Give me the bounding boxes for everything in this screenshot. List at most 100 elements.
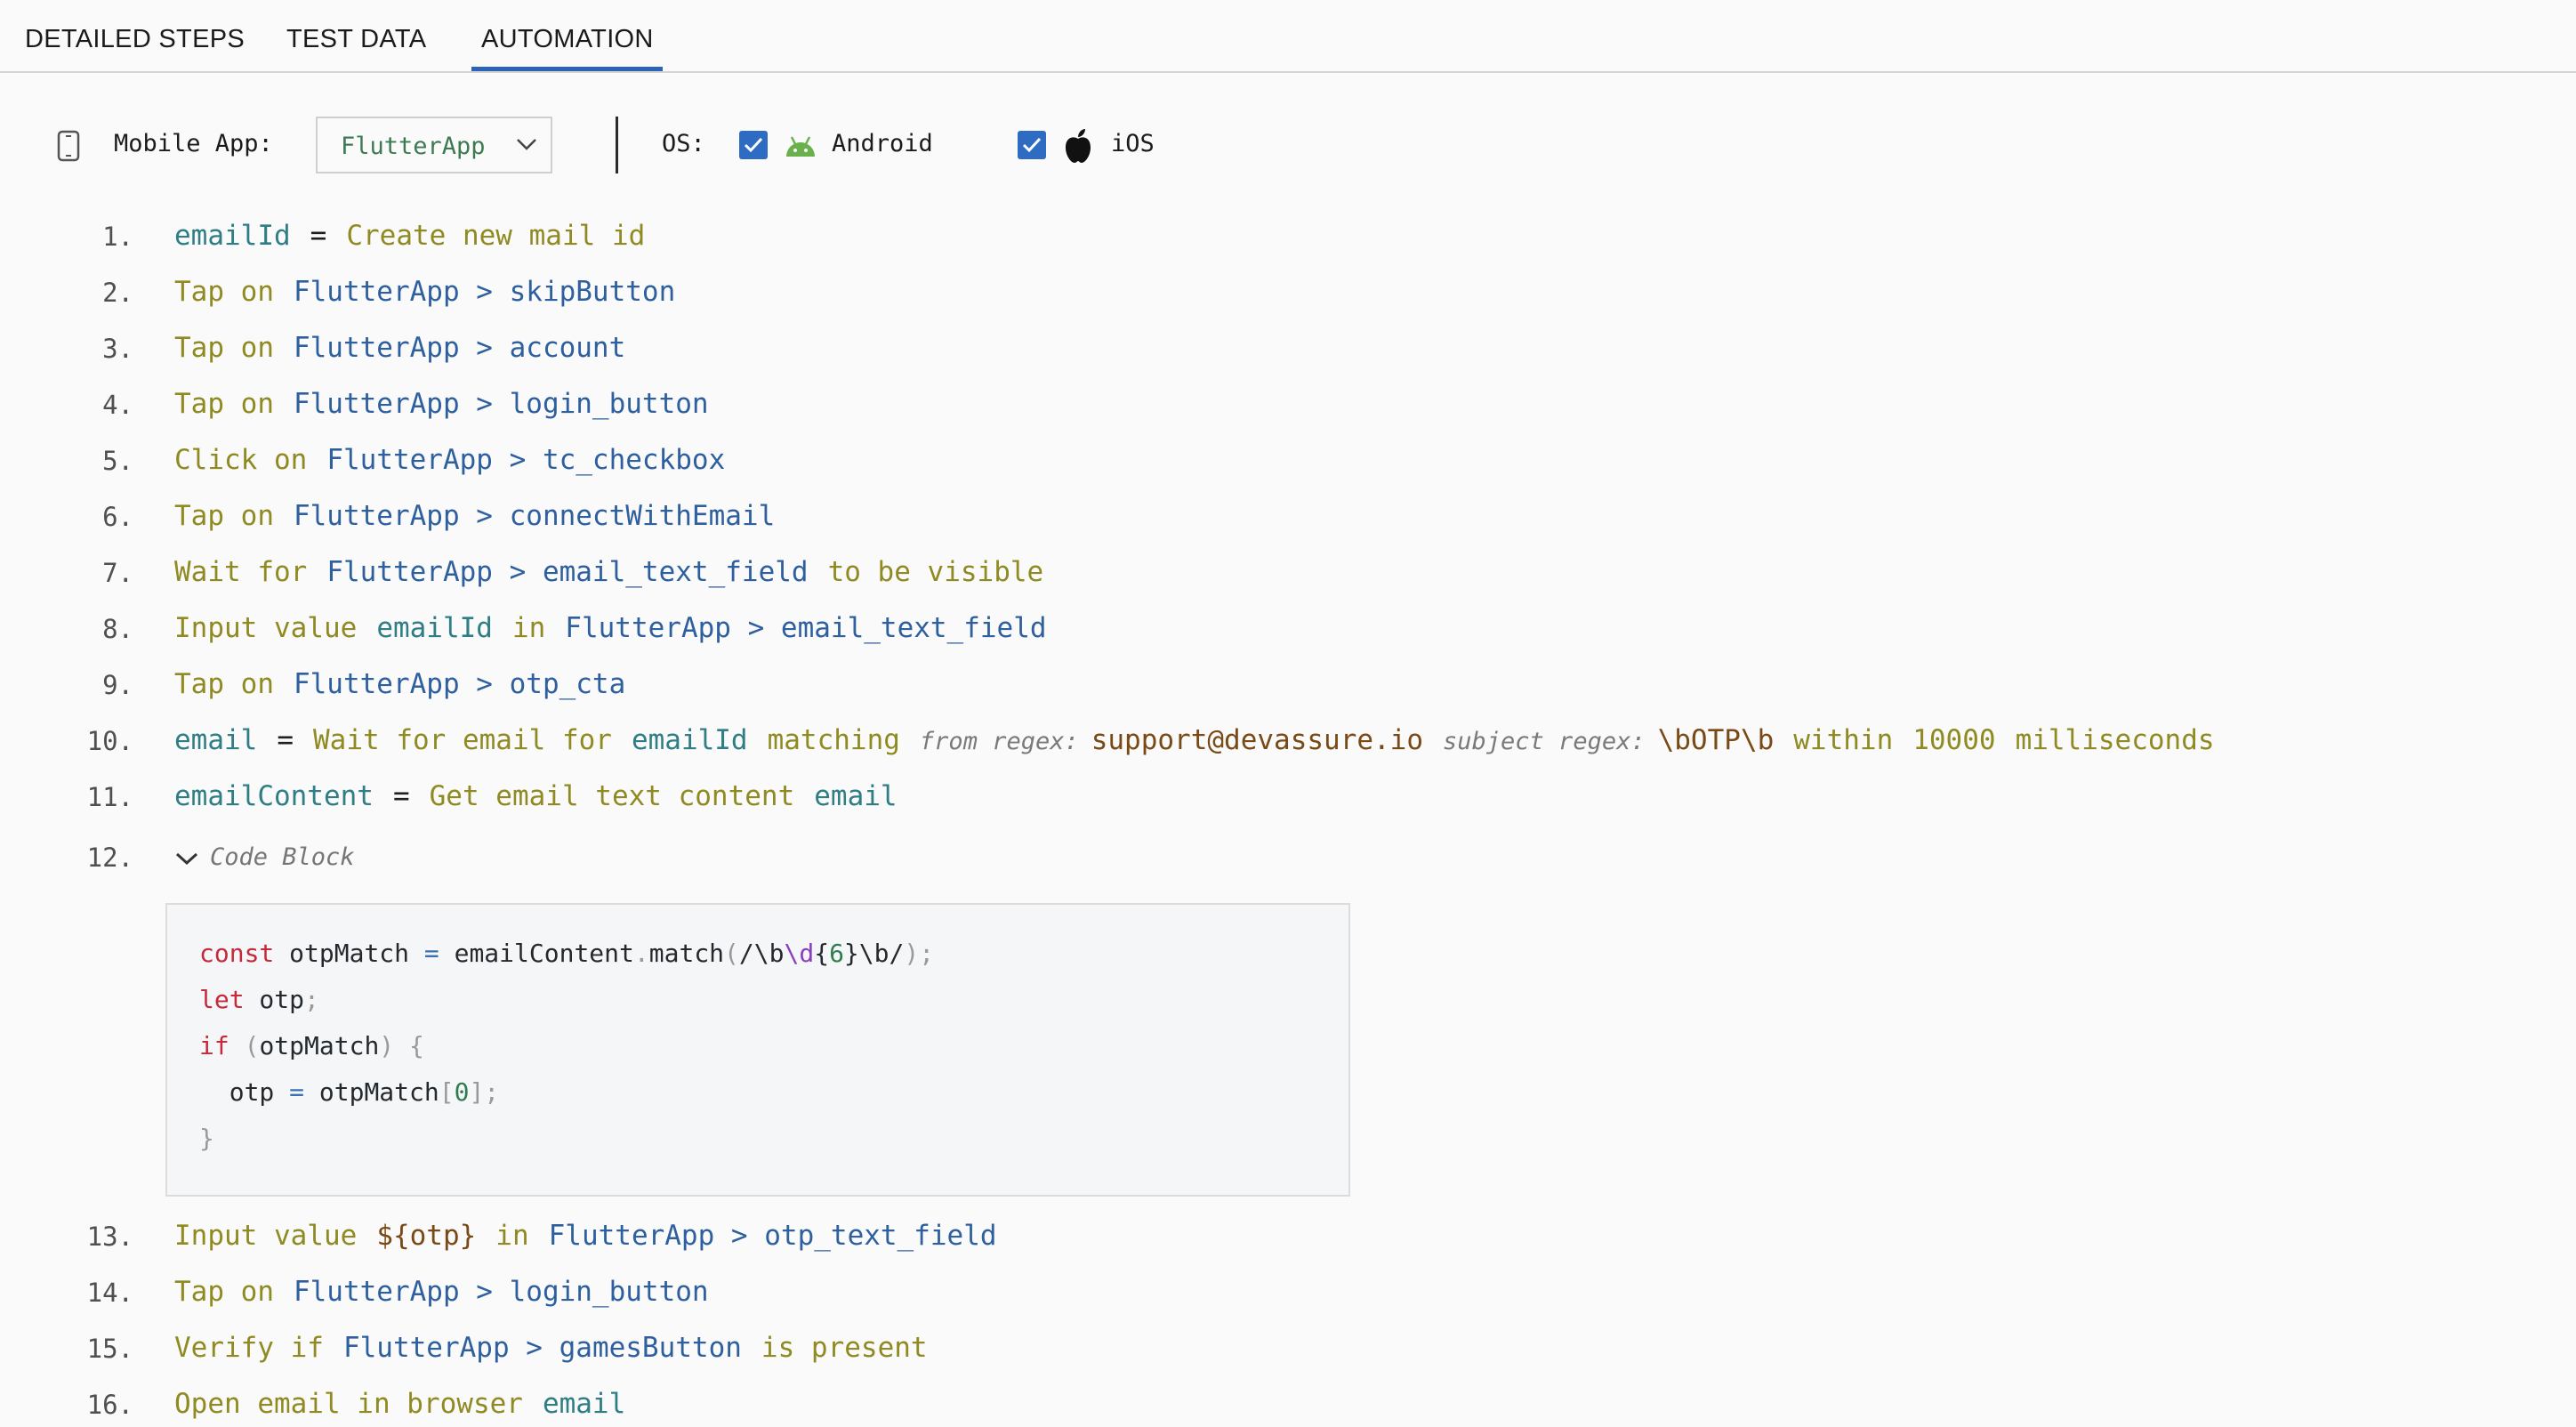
step-token-k: Input value [174, 612, 358, 644]
step-token-v[interactable]: emailId [376, 612, 493, 644]
code-token: otpMatch [274, 939, 424, 968]
step-token-k: Wait for email for [313, 724, 612, 756]
code-token [229, 1031, 245, 1060]
chevron-down-icon [515, 133, 538, 156]
code-token: 0 [454, 1077, 470, 1107]
tab-bar: DETAILED STEPS TEST DATA AUTOMATION [0, 0, 2576, 73]
code-block-toggle[interactable]: Code Block [174, 843, 355, 871]
step-body: emailContent = Get email text content email [174, 780, 917, 812]
step-token-v[interactable]: emailContent [174, 780, 374, 812]
step-token-t[interactable]: FlutterApp > email_text_field [565, 612, 1047, 644]
step-token-k: within [1793, 724, 1894, 756]
code-line: let otp; [199, 985, 319, 1014]
step-token-lbl: from regex: [919, 728, 1079, 755]
step-token-t[interactable]: FlutterApp > tc_checkbox [326, 444, 726, 476]
code-token: . [633, 939, 649, 968]
step-token-v[interactable]: emailId [174, 220, 291, 252]
step-body: Tap on FlutterApp > otp_cta [174, 668, 645, 700]
code-token: }\b/ [843, 939, 905, 968]
code-token: otp [244, 985, 305, 1014]
step-row[interactable]: 16. Open email in browser email [0, 1379, 2576, 1427]
step-token-v[interactable]: emailId [631, 724, 748, 756]
toolbar-divider [616, 117, 618, 173]
step-token-t[interactable]: FlutterApp > email_text_field [326, 556, 809, 588]
step-token-t[interactable]: FlutterApp > login_button [293, 1276, 709, 1308]
step-token-v[interactable]: email [542, 1388, 626, 1420]
step-number: 5. [102, 446, 133, 476]
code-token: = [423, 939, 439, 968]
code-token: match [648, 939, 725, 968]
step-body: Open email in browser email [174, 1388, 645, 1420]
ios-checkbox[interactable] [1018, 131, 1046, 159]
step-token-t[interactable]: FlutterApp > connectWithEmail [293, 500, 776, 532]
tab-detailed-steps[interactable]: DETAILED STEPS [25, 25, 246, 53]
step-token-v[interactable]: email [174, 724, 258, 756]
code-token: otpMatch [259, 1031, 380, 1060]
step-token-t[interactable]: FlutterApp > gamesButton [342, 1332, 742, 1364]
step-number: 13. [86, 1221, 133, 1252]
step-number: 4. [102, 390, 133, 420]
step-token-t[interactable]: FlutterApp > otp_cta [293, 668, 626, 700]
tab-test-data[interactable]: TEST DATA [286, 25, 427, 53]
step-token-t[interactable]: FlutterApp > otp_text_field [548, 1220, 997, 1252]
step-number: 16. [86, 1390, 133, 1420]
step-number: 15. [86, 1334, 133, 1364]
step-token-k: Get email text content [429, 780, 795, 812]
step-number: 3. [102, 334, 133, 364]
code-token: if [199, 1031, 229, 1060]
step-token-k: matching [767, 724, 900, 756]
step-token-t[interactable]: FlutterApp > login_button [293, 388, 709, 420]
step-body: Tap on FlutterApp > connectWithEmail [174, 500, 794, 532]
step-token-k: Open email in browser [174, 1388, 523, 1420]
mobile-app-select[interactable]: FlutterApp [316, 117, 552, 173]
tab-automation[interactable]: AUTOMATION [481, 25, 654, 53]
step-token-t[interactable]: FlutterApp > skipButton [293, 276, 676, 308]
code-block-header: Code Block [210, 843, 355, 871]
code-token: \d [784, 939, 815, 968]
step-token-k: Tap on [174, 500, 274, 532]
step-token-op: = [392, 780, 410, 812]
code-token: otpMatch [304, 1077, 439, 1107]
step-token-t[interactable]: FlutterApp > account [293, 332, 626, 364]
step-token-k: Tap on [174, 668, 274, 700]
step-token-op: = [310, 220, 327, 252]
step-token-lbl: subject regex: [1443, 728, 1646, 755]
code-line: if (otpMatch) { [199, 1031, 424, 1060]
step-token-k: Input value [174, 1220, 358, 1252]
step-token-v[interactable]: email [814, 780, 898, 812]
code-token: { [814, 939, 830, 968]
step-number: 11. [86, 782, 133, 812]
step-token-k: is present [761, 1332, 928, 1364]
step-row[interactable]: 12. [0, 832, 2576, 887]
ios-label: iOS [1111, 130, 1155, 157]
code-token: ]; [469, 1077, 500, 1107]
apple-icon [1062, 127, 1094, 169]
step-number: 1. [102, 222, 133, 252]
os-label: OS: [662, 130, 705, 157]
step-number: 2. [102, 278, 133, 308]
code-line: } [199, 1124, 214, 1153]
code-token: = [289, 1077, 305, 1107]
mobile-app-label: Mobile App: [114, 130, 273, 157]
android-checkbox[interactable] [739, 131, 768, 159]
step-row[interactable]: 1.emailId=Create new mail id [0, 211, 2576, 266]
code-token: ( [724, 939, 739, 968]
step-token-k: Tap on [174, 1276, 274, 1308]
step-token-op: = [277, 724, 294, 756]
code-block-editor[interactable]: const otpMatch = emailContent.match(/\b\… [165, 903, 1350, 1197]
